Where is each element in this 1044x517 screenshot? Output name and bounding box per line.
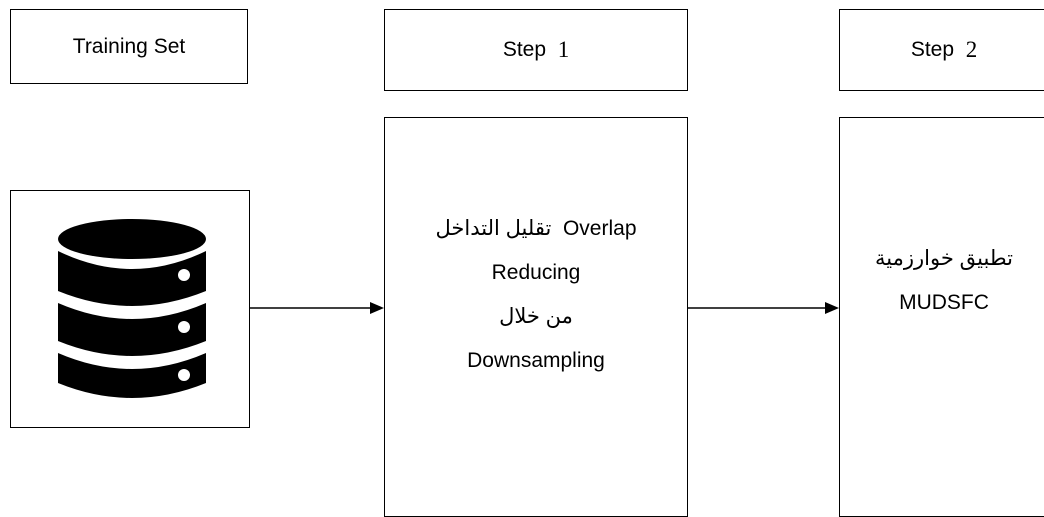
step2-line1: تطبيق خوارزمية — [875, 247, 1013, 270]
step1-box: تقليل التداخل Overlap Reducing من خلال D… — [384, 117, 688, 517]
training-set-label: Training Set — [10, 9, 248, 84]
database-box — [10, 190, 250, 428]
step1-label: Step 1 — [384, 9, 688, 91]
step1-line4: Downsampling — [467, 349, 605, 372]
step2-box: تطبيق خوارزمية MUDSFC — [839, 117, 1044, 517]
step2-word: Step — [910, 38, 955, 61]
step2-content: تطبيق خوارزمية MUDSFC — [840, 244, 1044, 332]
arrow-right-icon — [688, 302, 839, 314]
step2-line2: MUDSFC — [899, 291, 989, 314]
step1-line1-arabic: تقليل التداخل — [435, 217, 552, 240]
step1-line3: من خلال — [499, 305, 573, 328]
step1-number: 1 — [557, 37, 570, 62]
step1-content: تقليل التداخل Overlap Reducing من خلال D… — [385, 214, 687, 390]
step2-label: Step 2 — [839, 9, 1044, 91]
step1-line2: Reducing — [491, 261, 581, 284]
training-set-text: Training Set — [72, 34, 186, 58]
step1-word: Step — [502, 38, 547, 61]
step1-line1-english: Overlap — [562, 217, 637, 240]
arrow-right-icon — [250, 302, 384, 314]
step2-number: 2 — [965, 37, 978, 62]
step1-line1: تقليل التداخل Overlap — [385, 214, 687, 244]
database-icon — [58, 219, 206, 398]
